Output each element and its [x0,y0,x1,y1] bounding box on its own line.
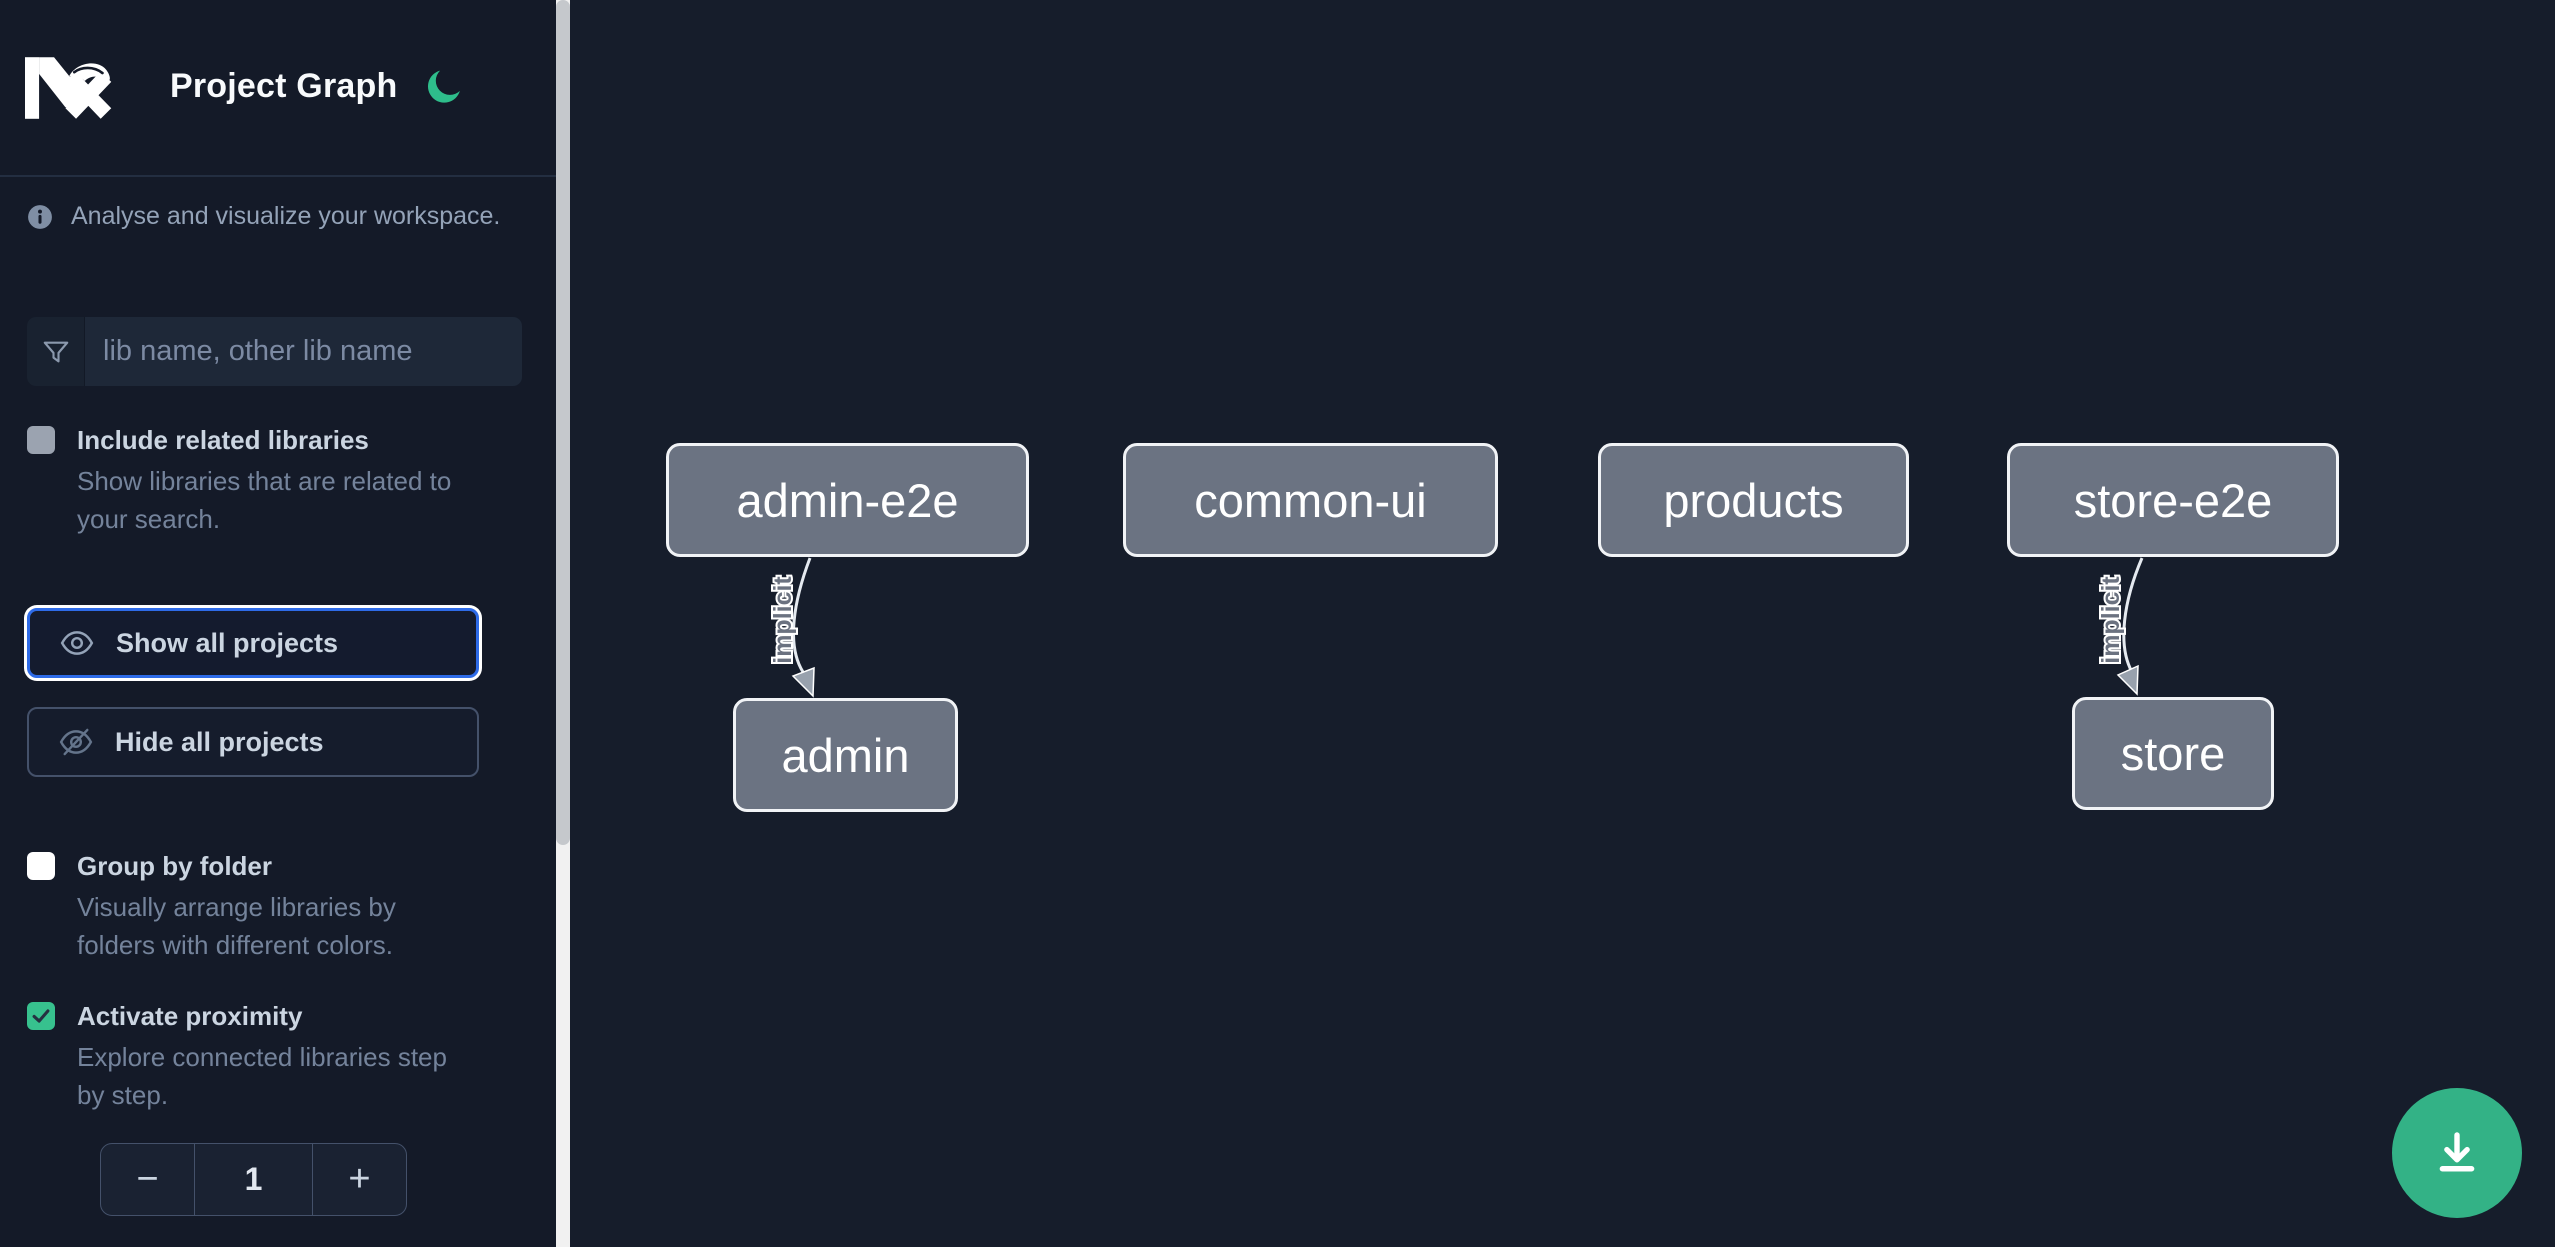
hide-all-projects-button[interactable]: Hide all projects [27,707,479,777]
info-icon [28,204,52,229]
theme-toggle-button[interactable] [422,64,468,110]
project-node-products[interactable]: products [1598,443,1909,557]
group-by-folder-description: Visually arrange libraries by folders wi… [77,892,396,960]
include-related-label: Include related libraries [77,425,369,455]
project-node-store-e2e[interactable]: store-e2e [2007,443,2339,557]
graph-canvas[interactable]: implicit implicit admin-e2e common-ui pr… [570,0,2555,1247]
download-graph-button[interactable] [2392,1088,2522,1218]
search-input[interactable] [85,317,522,386]
include-related-checkbox[interactable] [27,426,55,454]
download-icon [2439,1132,2475,1172]
sidebar: Project Graph Analyse and visualize your… [0,0,556,1247]
eye-slash-icon [59,728,93,756]
project-node-store[interactable]: store [2072,697,2274,810]
activate-proximity-checkbox[interactable] [27,1002,55,1030]
sidebar-header: Project Graph [0,0,556,177]
sidebar-scrollbar[interactable] [556,0,570,1247]
project-node-common-ui[interactable]: common-ui [1123,443,1498,557]
increment-button[interactable]: + [313,1144,406,1215]
degree-value: 1 [194,1144,313,1215]
edge-label-implicit: implicit [769,576,797,664]
page-title: Project Graph [170,67,398,105]
show-all-projects-label: Show all projects [116,627,339,658]
moon-icon [427,70,460,103]
arrowhead-icon [2116,664,2139,696]
info-text: Analyse and visualize your workspace. [71,202,501,230]
edge-store-e2e-store[interactable] [2122,557,2144,673]
group-by-folder-checkbox[interactable] [27,852,55,880]
decrement-button[interactable]: − [101,1144,194,1215]
workspace-info: Analyse and visualize your workspace. [27,202,500,231]
show-all-projects-button[interactable]: Show all projects [27,608,479,678]
group-by-folder-label: Group by folder [77,851,272,881]
activate-proximity-row: Activate proximity Explore connected lib… [27,1000,527,1114]
proximity-degree-stepper: − 1 + [100,1143,407,1216]
edges-layer: implicit implicit [767,557,2144,698]
hide-all-projects-label: Hide all projects [115,726,324,757]
checkmark-icon [32,1009,50,1023]
activate-proximity-description: Explore connected libraries step by step… [77,1042,447,1110]
search-bar [27,317,522,386]
project-node-admin-e2e[interactable]: admin-e2e [666,443,1029,557]
edge-label-implicit: implicit [2097,576,2125,664]
group-by-folder-row: Group by folder Visually arrange librari… [27,850,527,964]
project-node-admin[interactable]: admin [733,698,958,812]
eye-icon [60,631,94,655]
scrollbar-thumb[interactable] [556,0,570,845]
nx-logo-icon [25,57,112,119]
filter-icon [27,317,85,386]
edge-admin-e2e-admin[interactable] [792,557,812,673]
include-related-description: Show libraries that are related to your … [77,466,452,534]
activate-proximity-label: Activate proximity [77,1001,303,1031]
include-related-row: Include related libraries Show libraries… [27,424,527,538]
arrowhead-icon [791,666,815,698]
